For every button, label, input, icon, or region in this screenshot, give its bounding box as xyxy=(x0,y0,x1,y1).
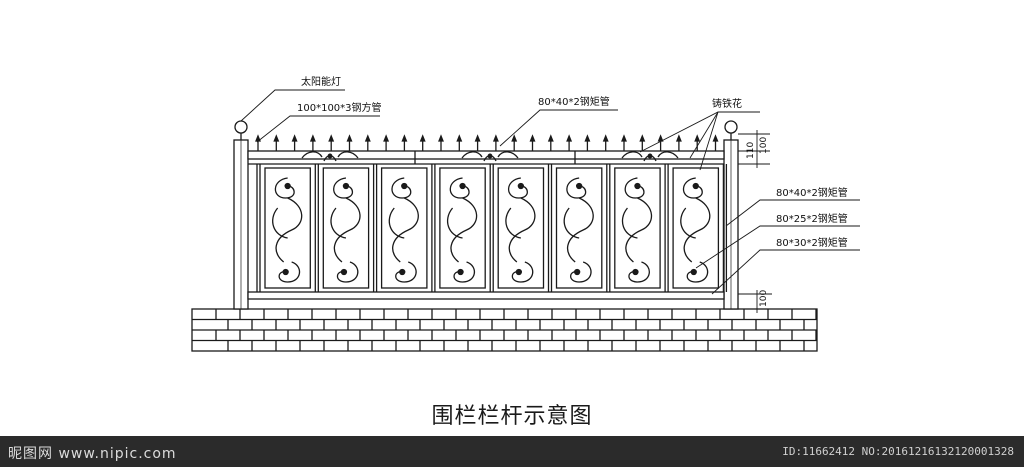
scroll-panel xyxy=(614,167,661,289)
right-post xyxy=(723,120,739,310)
bottom-rail xyxy=(247,291,725,300)
scroll-panel xyxy=(439,167,486,289)
watermark-bar: 昵图网 www.nipic.com ID:11662412 NO:2016121… xyxy=(0,436,1024,467)
watermark-id: ID:11662412 NO:20161216132120001328 xyxy=(782,445,1014,458)
label-right-rail-2: 80*25*2钢矩管 xyxy=(776,212,848,225)
scroll-panel xyxy=(264,167,311,289)
top-rail xyxy=(247,150,725,160)
leader-lines xyxy=(240,89,860,313)
scroll-panel xyxy=(672,167,720,289)
label-post-tube: 100*100*3钢方管 xyxy=(297,101,382,114)
ornament xyxy=(301,151,359,162)
top-ornaments xyxy=(301,151,679,162)
ornament xyxy=(621,151,679,162)
scroll-panel xyxy=(380,167,428,289)
vertical-bars xyxy=(256,151,728,292)
spear-tips xyxy=(255,134,719,151)
scroll-panel xyxy=(555,167,603,289)
label-top-rail: 80*40*2钢矩管 xyxy=(538,95,610,108)
dim-bottom: 100 xyxy=(759,290,769,307)
brick-base xyxy=(191,308,818,352)
watermark-site: 昵图网 www.nipic.com xyxy=(8,446,177,462)
ornament xyxy=(461,151,519,162)
diagram-caption: 围栏栏杆示意图 xyxy=(431,404,593,429)
brick-joints xyxy=(192,309,817,351)
label-right-rail-1: 80*40*2钢矩管 xyxy=(776,186,848,199)
label-solar-lamp: 太阳能灯 xyxy=(301,75,341,88)
dim-top-a: 110 xyxy=(746,142,756,159)
left-post xyxy=(233,120,249,310)
scroll-panel xyxy=(322,167,370,289)
label-cast-iron: 铸铁花 xyxy=(712,97,742,110)
dim-top-b: 100 xyxy=(759,137,769,154)
label-right-rail-3: 80*30*2钢矩管 xyxy=(776,236,848,249)
scroll-panel xyxy=(497,167,545,289)
cast-iron-scrolls xyxy=(264,167,720,289)
